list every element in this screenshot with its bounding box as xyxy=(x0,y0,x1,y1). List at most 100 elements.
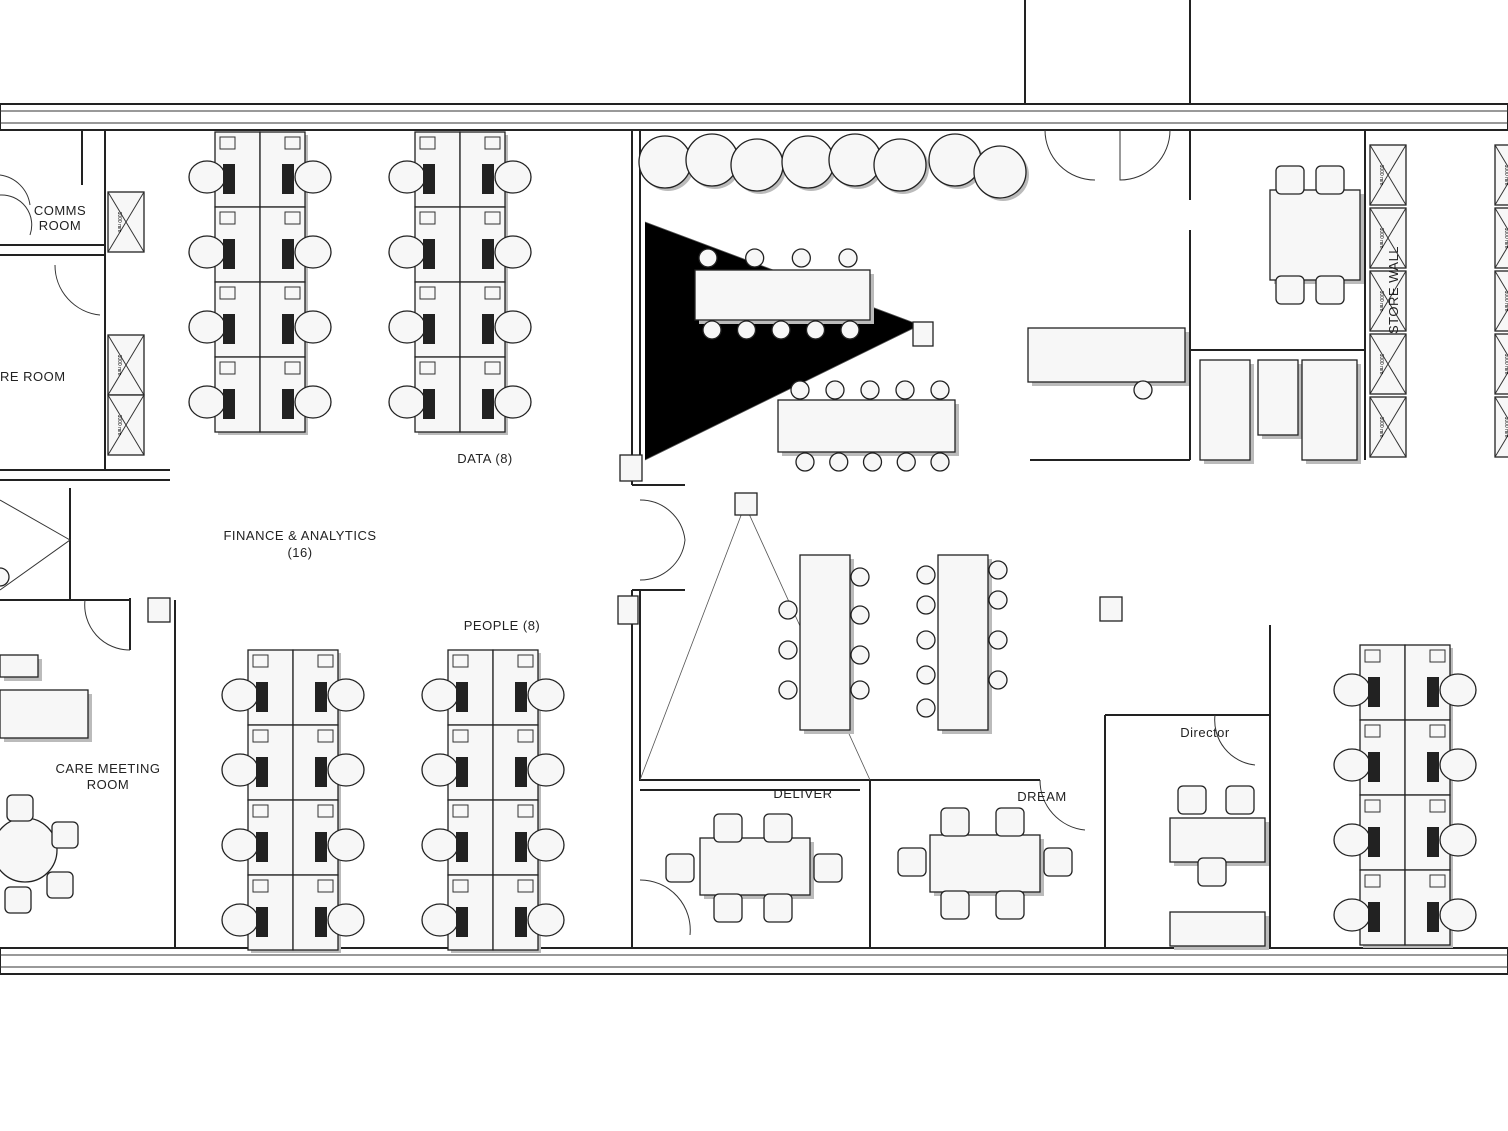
lounge-chair xyxy=(873,138,927,192)
keyboard xyxy=(515,682,527,712)
chair xyxy=(763,813,793,843)
cabinet: 1000 mm xyxy=(1494,396,1508,458)
chair xyxy=(850,680,870,700)
monitor xyxy=(484,361,501,375)
chair xyxy=(916,565,936,585)
chair xyxy=(736,320,757,340)
office-chair xyxy=(221,903,259,937)
credenza xyxy=(1169,911,1269,950)
keyboard xyxy=(1427,827,1439,857)
chair xyxy=(778,680,798,700)
table-top xyxy=(937,554,989,731)
comms-room-label-2: ROOM xyxy=(39,218,81,233)
chair xyxy=(1133,380,1153,400)
office-chair xyxy=(1333,823,1371,857)
monitor xyxy=(219,136,236,150)
office-chair xyxy=(221,753,259,787)
chair xyxy=(916,665,936,685)
office-chair xyxy=(294,385,332,419)
cabinet-cross xyxy=(1369,144,1407,206)
monitor xyxy=(517,804,534,818)
keyboard xyxy=(1427,677,1439,707)
chair xyxy=(862,452,883,472)
office-chair xyxy=(1333,748,1371,782)
chair xyxy=(850,567,870,587)
keyboard xyxy=(256,832,268,862)
office-chair xyxy=(421,678,459,712)
monitor xyxy=(452,654,469,668)
chair xyxy=(1177,785,1207,815)
cabinet: 1000 mm xyxy=(107,334,145,396)
interior-walls xyxy=(0,130,1366,948)
chair xyxy=(995,807,1025,837)
chair xyxy=(805,320,826,340)
table-top xyxy=(1169,817,1266,863)
table-top xyxy=(929,834,1041,893)
chair xyxy=(940,890,970,920)
chair xyxy=(771,320,791,340)
chair xyxy=(988,590,1008,610)
chair xyxy=(897,847,927,877)
desk-cluster xyxy=(1333,644,1477,948)
chair xyxy=(850,605,870,625)
keyboard xyxy=(1368,902,1380,932)
cabinet-size-label: 1000 mm xyxy=(116,212,122,233)
keyboard xyxy=(315,907,327,937)
cabinet-size-label: 1000 mm xyxy=(1503,165,1508,186)
monitor xyxy=(484,286,501,300)
office-chair xyxy=(1439,823,1477,857)
office-chair xyxy=(421,903,459,937)
lounge-chair xyxy=(781,135,835,189)
cabinet-cross xyxy=(1494,270,1508,332)
finance-team-label: FINANCE & ANALYTICS xyxy=(223,528,376,543)
storage-unit xyxy=(1257,359,1302,439)
chair xyxy=(1315,165,1345,195)
table-top xyxy=(1169,911,1266,947)
director-office-label: Director xyxy=(1180,725,1230,740)
chair xyxy=(6,794,34,822)
monitor xyxy=(452,804,469,818)
cabinet-box xyxy=(1494,270,1508,332)
storage-unit xyxy=(1301,359,1361,464)
cabinet-size-label: 1000 mm xyxy=(1378,354,1384,375)
chair xyxy=(916,630,936,650)
outer-walls xyxy=(0,0,1508,975)
table-top xyxy=(777,399,956,453)
monitor xyxy=(1429,724,1446,738)
monitor xyxy=(1364,649,1381,663)
sofa xyxy=(0,689,92,742)
tables xyxy=(0,165,1364,950)
table-top xyxy=(0,689,89,739)
care-meeting-room-label-2: ROOM xyxy=(87,777,129,792)
collab-table-3 xyxy=(0,554,870,734)
office-chair xyxy=(327,753,365,787)
desk-cluster xyxy=(388,131,532,435)
chair xyxy=(896,452,916,472)
lounge-chair xyxy=(638,135,692,189)
office-chair xyxy=(527,753,565,787)
keyboard xyxy=(256,907,268,937)
keyboard xyxy=(515,832,527,862)
cabinet-size-label: 1000 mm xyxy=(1378,417,1384,438)
table-top xyxy=(1269,189,1361,281)
cabinet: 1000 mm xyxy=(1369,207,1407,269)
comms-room-label: COMMS xyxy=(34,203,86,218)
cabinet: 1000 mm xyxy=(1494,270,1508,332)
keyboard xyxy=(482,314,494,344)
office-chair xyxy=(1439,748,1477,782)
cabinet-size-label: 1000 mm xyxy=(1378,291,1384,312)
office-chair xyxy=(188,310,226,344)
cabinet-cross xyxy=(107,191,145,253)
keyboard xyxy=(482,239,494,269)
table-top xyxy=(694,269,871,321)
chair xyxy=(940,807,970,837)
chair xyxy=(1275,275,1305,305)
monitor xyxy=(219,361,236,375)
desk-cluster xyxy=(221,649,365,953)
desk-cluster xyxy=(188,131,332,435)
cabinet-size-label: 1000 mm xyxy=(1503,228,1508,249)
keyboard xyxy=(456,757,468,787)
chair xyxy=(791,248,811,268)
cabinet-size-label: 1000 mm xyxy=(116,355,122,376)
desk-cluster xyxy=(421,649,565,953)
